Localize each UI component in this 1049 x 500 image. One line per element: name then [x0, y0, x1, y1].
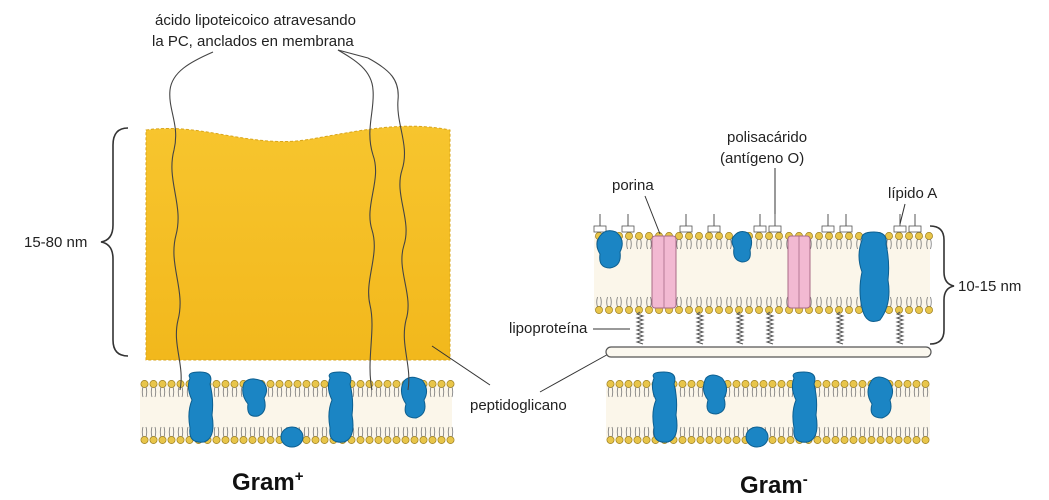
lps-stalk [708, 214, 720, 232]
thickness-brace-negative [930, 226, 954, 344]
lipoprotein-label: lipoproteína [509, 320, 588, 337]
lipid-a-pointer [900, 204, 905, 224]
membrane-protein [597, 231, 622, 268]
lipoteichoic-acid-label-line2: la PC, anclados en membrana [152, 33, 354, 50]
membrane-protein [732, 232, 752, 262]
lps-stalk [594, 214, 606, 232]
polysaccharide-label-line1: polisacárido [727, 129, 807, 146]
membrane-protein [401, 377, 426, 418]
porin-pointer [645, 196, 660, 234]
polysaccharide-label-line2: (antígeno O) [720, 150, 804, 167]
thickness-brace-positive [101, 128, 128, 356]
gram-positive-panel: ácido lipoteicoico atravesando la PC, an… [24, 12, 612, 496]
lipoprotein [637, 312, 643, 344]
lipoproteins [637, 312, 903, 344]
lipoteichoic-label-pointer [338, 50, 368, 58]
lps-stalk [822, 214, 834, 232]
peptidoglycan-layer-thin [606, 347, 931, 357]
membrane-protein [746, 427, 768, 447]
thickness-label-positive: 15-80 nm [24, 234, 87, 251]
membrane-protein [868, 377, 893, 418]
lipopolysaccharide-stalks [594, 214, 921, 232]
peptidoglycan-pointer-positive [432, 346, 490, 385]
peptidoglycan-label: peptidoglicano [470, 397, 567, 414]
lipoteichoic-acid-label-line1: ácido lipoteicoico atravesando [155, 12, 356, 29]
lps-stalk [840, 214, 852, 232]
lipoprotein [837, 312, 843, 344]
gram-positive-title: Gram+ [232, 468, 304, 496]
membrane-protein [328, 372, 353, 442]
membrane-protein [281, 427, 303, 447]
gram-negative-title: Gram- [740, 471, 808, 499]
lipoprotein [737, 312, 743, 344]
peptidoglycan-pointer-negative [540, 352, 612, 392]
lipoprotein [697, 312, 703, 344]
membrane-protein [859, 232, 889, 322]
lipoprotein [767, 312, 773, 344]
lipoprotein [897, 312, 903, 344]
lps-stalk [754, 214, 766, 232]
porin-label: porina [612, 177, 654, 194]
membrane-protein [188, 372, 213, 442]
membrane-protein [652, 372, 677, 442]
thickness-label-negative: 10-15 nm [958, 278, 1021, 295]
lps-stalk [769, 214, 781, 232]
lps-stalk [680, 214, 692, 232]
membrane-protein [792, 372, 817, 442]
gram-negative-panel: porina polisacárido (antígeno O) lípido … [509, 129, 1021, 499]
lps-stalk [622, 214, 634, 232]
membrane-protein [703, 375, 726, 414]
lps-stalk [909, 214, 921, 232]
lipid-a-label: lípido A [888, 185, 937, 202]
